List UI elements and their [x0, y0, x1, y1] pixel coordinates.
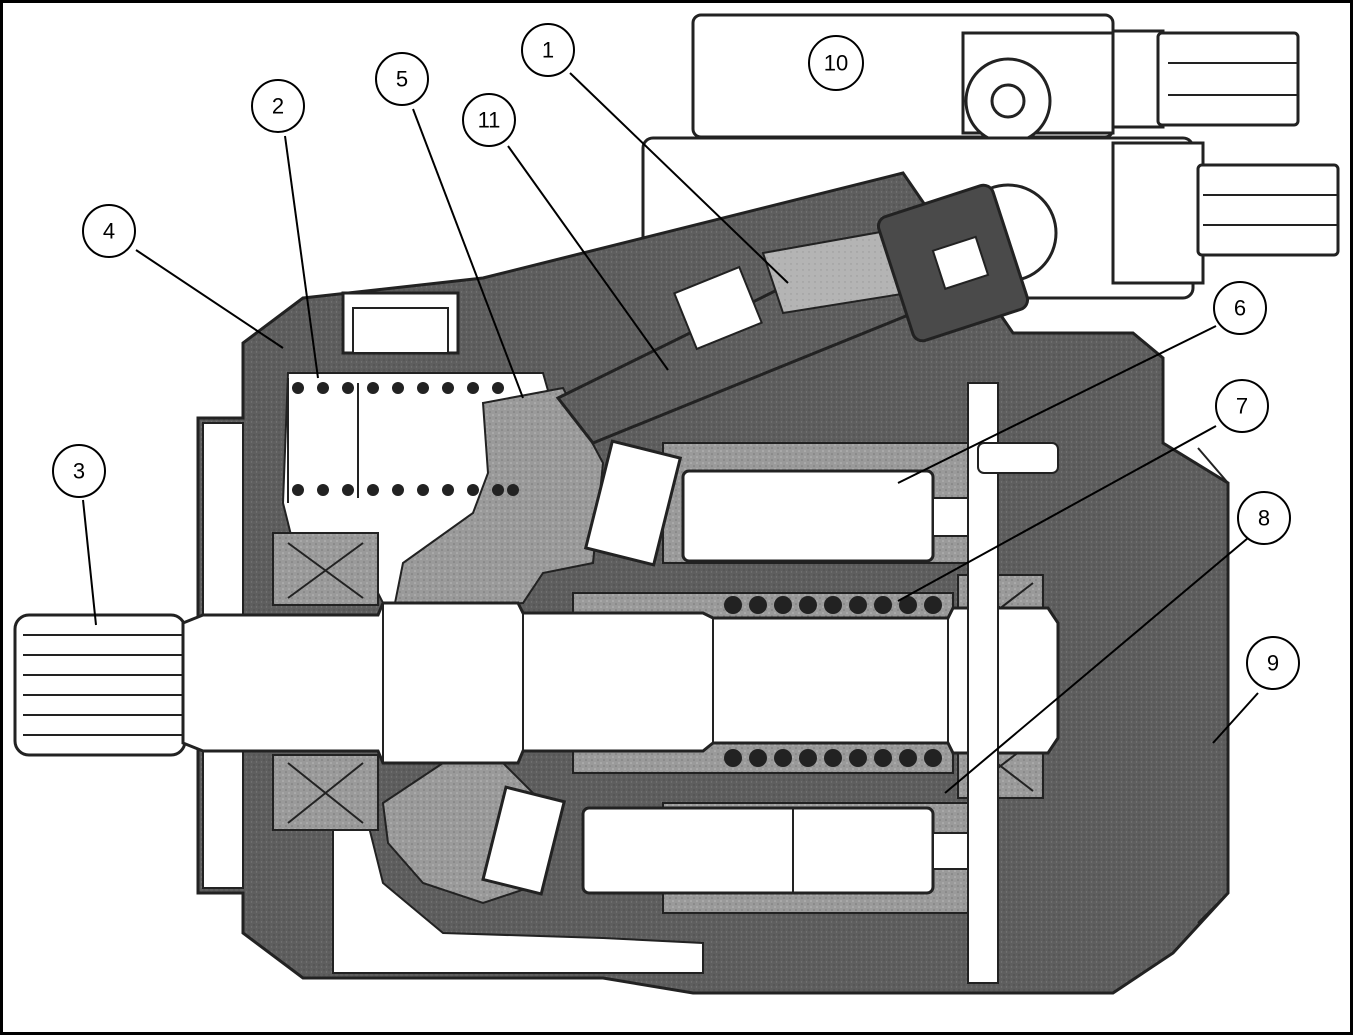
drive-shaft: [13, 601, 1060, 765]
callout-9: 9: [1246, 636, 1300, 690]
diagram-canvas: 1 2 3 4 5 6 7 8 9 10 11: [13, 13, 1340, 995]
callout-7: 7: [1215, 379, 1269, 433]
callout-10-label: 10: [824, 51, 848, 76]
callout-11: 11: [462, 93, 516, 147]
callout-1: 1: [521, 23, 575, 77]
callout-1-circle: [521, 23, 575, 77]
callout-11-label: 11: [478, 108, 501, 133]
callout-6-label: 6: [1234, 296, 1246, 321]
callout-11-circle: [462, 93, 516, 147]
callout-2-label: 2: [272, 94, 284, 119]
barrel-spring: [724, 596, 942, 767]
callout-leader-lines: [82, 72, 1259, 794]
callout-10: 10: [808, 35, 864, 91]
callout-4-circle: [82, 204, 136, 258]
callout-7-circle: [1215, 379, 1269, 433]
callout-5-label: 5: [396, 67, 408, 92]
callout-3-label: 3: [73, 459, 85, 484]
callout-4-label: 4: [103, 219, 115, 244]
callout-8: 8: [1237, 491, 1291, 545]
callout-9-label: 9: [1267, 651, 1279, 676]
callout-8-circle: [1237, 491, 1291, 545]
control-spring: [287, 378, 519, 503]
callout-2-circle: [251, 79, 305, 133]
callout-3-circle: [52, 444, 106, 498]
callout-7-label: 7: [1236, 394, 1248, 419]
pistons: [481, 439, 979, 896]
callout-3: 3: [52, 444, 106, 498]
callout-10-circle: [808, 35, 864, 91]
callout-8-label: 8: [1258, 506, 1270, 531]
callout-6: 6: [1213, 281, 1267, 335]
callout-4: 4: [82, 204, 136, 258]
stroking-piston: [341, 183, 1030, 445]
callout-2: 2: [251, 79, 305, 133]
callout-1-label: 1: [542, 38, 554, 63]
callout-6-circle: [1213, 281, 1267, 335]
callout-5: 5: [375, 52, 429, 106]
callout-5-circle: [375, 52, 429, 106]
valve-plate: [967, 382, 1229, 984]
callout-9-circle: [1246, 636, 1300, 690]
